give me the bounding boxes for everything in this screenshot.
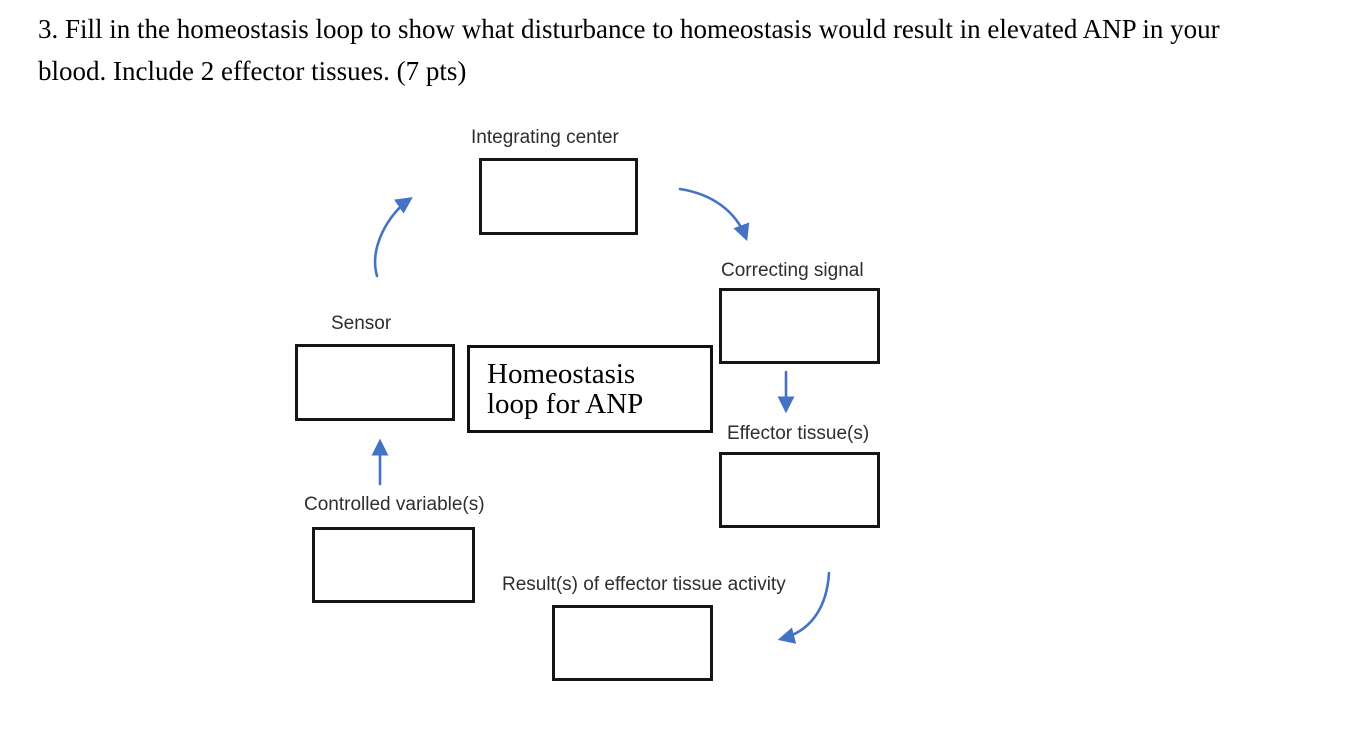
correcting-signal-label: Correcting signal <box>721 260 864 281</box>
integrating-center-label: Integrating center <box>471 127 619 148</box>
controlled-variable-answer-box[interactable] <box>312 527 475 603</box>
question-line-2: blood. Include 2 effector tissues. (7 pt… <box>38 56 467 86</box>
effector-tissue-label: Effector tissue(s) <box>727 423 870 444</box>
result-of-effector-activity-label: Result(s) of effector tissue activity <box>502 574 786 595</box>
integrating-center-answer-box[interactable] <box>479 158 638 235</box>
effector-tissue-answer-box[interactable] <box>719 452 880 528</box>
controlled-variable-label: Controlled variable(s) <box>304 494 485 515</box>
sensor-label: Sensor <box>331 313 392 334</box>
homeostasis-loop-title-line-2: loop for ANP <box>487 388 644 420</box>
correcting-signal-answer-box[interactable] <box>719 288 880 364</box>
arrow-effector-tissue-to-result <box>777 571 831 644</box>
arrow-sensor-to-integrating-center <box>373 197 413 278</box>
sensor-answer-box[interactable] <box>295 344 455 421</box>
homeostasis-loop-title-line-1: Homeostasis <box>487 358 636 390</box>
result-of-effector-activity-answer-box[interactable] <box>552 605 713 681</box>
homeostasis-loop-title-box: Homeostasis loop for ANP <box>467 345 713 433</box>
question-line-1: 3. Fill in the homeostasis loop to show … <box>38 14 1220 44</box>
question-text: 3. Fill in the homeostasis loop to show … <box>38 8 1220 92</box>
arrow-integrating-center-to-correcting-signal <box>678 187 750 242</box>
